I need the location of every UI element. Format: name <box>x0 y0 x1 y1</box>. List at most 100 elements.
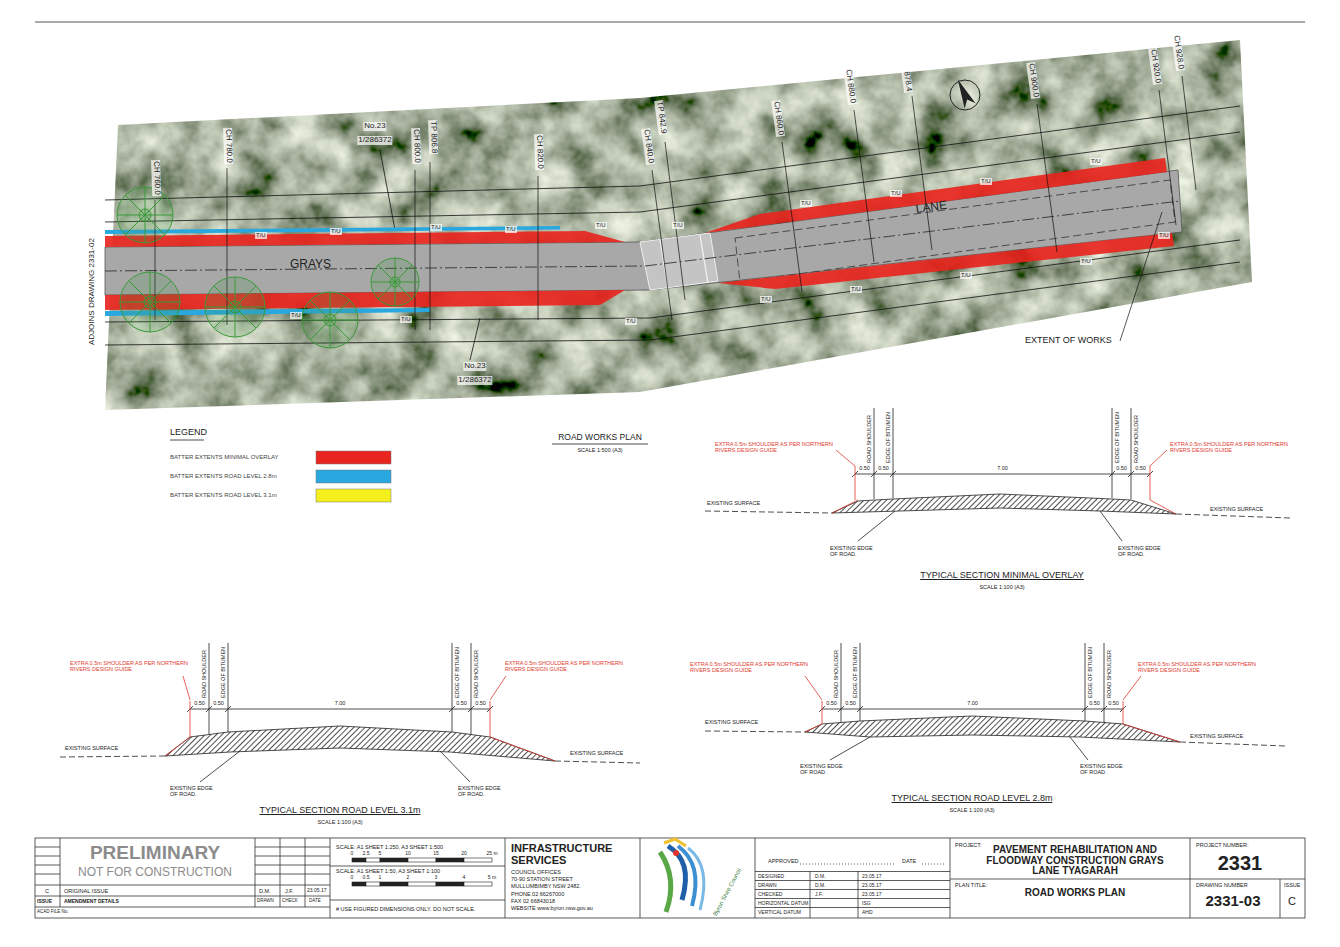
edge-label: ROAD SHOULDER <box>201 650 207 698</box>
scale-bar <box>464 858 492 862</box>
council-logo <box>660 839 704 912</box>
scale-bar <box>366 858 380 862</box>
edge-label: ROAD SHOULDER <box>833 650 839 698</box>
table-cell: 23.05.17 <box>862 883 881 889</box>
road-cross-section <box>874 408 1131 499</box>
title-block <box>35 838 1305 918</box>
scale-number: 3 <box>435 875 438 881</box>
office-detail: PHONE 02 66267000 <box>511 891 564 897</box>
chainage-label: 878.4 <box>901 70 913 93</box>
table-cell: PLAN TITLE: <box>955 882 987 888</box>
edge-label: ROAD SHOULDER <box>1133 415 1139 463</box>
project-title: PAVEMENT REHABILITATION AND FLOODWAY CON… <box>973 845 1178 877</box>
office-detail: FAX 02 66843018 <box>511 898 555 904</box>
office-detail: COUNCIL OFFICES <box>511 869 561 875</box>
utility-tag: T/U <box>890 190 902 197</box>
section-title: TYPICAL SECTION ROAD LEVEL 3.1m <box>260 806 421 816</box>
dimension-value: 0.50 <box>878 465 889 471</box>
office-detail: MULLUMBIMBY NSW 2482. <box>511 883 581 889</box>
scale-bar <box>464 882 492 886</box>
chainage-label: CH 780.0 <box>223 128 233 164</box>
council-logo <box>664 839 686 846</box>
title-block <box>35 885 330 907</box>
road-name: GRAYS <box>290 258 331 271</box>
utility-tag: T/U <box>800 200 812 207</box>
dimension-value: 0.50 <box>1116 465 1127 471</box>
batter-extent <box>718 233 1174 289</box>
drawing-number: 2331-03 <box>1205 893 1260 910</box>
dimension-value: 0.50 <box>1135 465 1146 471</box>
title-block <box>800 864 945 865</box>
section-title: TYPICAL SECTION ROAD LEVEL 2.8m <box>892 794 1053 804</box>
chainage-label: CH 760.0 <box>151 160 161 196</box>
dimension-value: 7.00 <box>967 700 978 706</box>
dimension-value: 7.00 <box>335 700 346 706</box>
plan-title: ROAD WORKS PLAN <box>1025 887 1126 898</box>
design-note: EXTRA 0.5m SHOULDER AS PER NORTHERN RIVE… <box>70 660 188 672</box>
edge-label: EDGE OF BITUMEN <box>885 412 891 463</box>
project-number: 2331 <box>1218 852 1263 874</box>
issue-letter: C <box>1288 895 1296 907</box>
road-cross-section <box>832 494 1176 514</box>
batter-extent <box>105 290 625 310</box>
legend-text: BATTER EXTENTS ROAD LEVEL 2.8m <box>170 473 277 480</box>
road-cross-section <box>209 643 471 735</box>
road-cross-section <box>841 643 1104 723</box>
road-cross-section <box>165 726 555 761</box>
dimension-value: 0.50 <box>456 700 467 706</box>
road-cross-section <box>705 511 1290 518</box>
dimension-value: 0.50 <box>1089 700 1100 706</box>
scale-bar <box>408 882 436 886</box>
utility-tag: T/U <box>1080 258 1092 265</box>
road-cross-section <box>822 709 1123 710</box>
chainage-label: CH 820.0 <box>534 134 544 170</box>
council-logo <box>688 848 704 910</box>
road-pavement <box>640 233 718 290</box>
plan-title: ROAD WORKS PLAN <box>558 433 642 442</box>
legend-text: BATTER EXTENTS ROAD LEVEL 3.1m <box>170 492 277 499</box>
road-cross-section <box>819 706 1126 712</box>
table-cell: VERTICAL DATUM <box>758 910 801 916</box>
utility-tag: T/U <box>960 272 972 279</box>
dimension-value: 7.00 <box>997 465 1008 471</box>
legend-swatch <box>316 451 391 464</box>
title-block <box>950 879 1305 918</box>
tree-symbol <box>120 272 180 332</box>
legend-text: BATTER EXTENTS MINIMAL OVERLAY <box>170 454 279 461</box>
scale-bar <box>436 858 464 862</box>
road-cross-section <box>805 716 1180 742</box>
lot-label: 1/286372 <box>357 136 392 145</box>
chainage-label: CH 800.0 <box>411 128 421 164</box>
table-cell: AMENDMENT DETAILS <box>64 899 119 905</box>
surface-label: EXISTING SURFACE <box>1190 733 1243 739</box>
table-cell: CHECK <box>282 899 298 904</box>
table-cell: ISG <box>862 901 871 907</box>
title-block <box>330 866 505 900</box>
scale-number: 10 <box>405 851 411 857</box>
legend-swatch <box>316 489 391 502</box>
table-cell: DATE <box>309 899 321 904</box>
scale-number: 4 <box>463 875 466 881</box>
office-detail: WEBSITE www.byron.nsw.gov.au <box>511 905 593 911</box>
chainage-label: CH 860.0 <box>771 100 785 137</box>
scale-note: SCALE: A1 SHEET 1:250, A3 SHEET 1:500 <box>336 844 443 850</box>
tree-symbol <box>120 272 180 332</box>
scale-bar <box>366 882 380 886</box>
tree-symbol <box>302 292 358 348</box>
scale-note: SCALE 1:500 (A3) <box>577 447 622 453</box>
road-cross-section <box>855 474 1150 475</box>
callout-label: EXTENT OF WORKS <box>1025 336 1112 346</box>
edge-label: EXISTING EDGE OF ROAD. <box>800 763 850 775</box>
title-underline <box>170 440 204 441</box>
scale-note: SCALE 1:100 (A3) <box>949 807 994 813</box>
property-boundary <box>105 106 1240 360</box>
edge-label: ROAD SHOULDER <box>473 650 479 698</box>
edge-label: EXISTING EDGE OF ROAD. <box>1080 763 1130 775</box>
title-block <box>330 838 1190 918</box>
batter-extent <box>705 158 1167 233</box>
table-cell: ORIGINAL ISSUE <box>64 888 108 894</box>
edge-label: EXISTING EDGE OF ROAD. <box>1118 545 1168 557</box>
table-cell: ACAD FILE No. <box>37 910 69 915</box>
scale-number: 1 <box>379 875 382 881</box>
